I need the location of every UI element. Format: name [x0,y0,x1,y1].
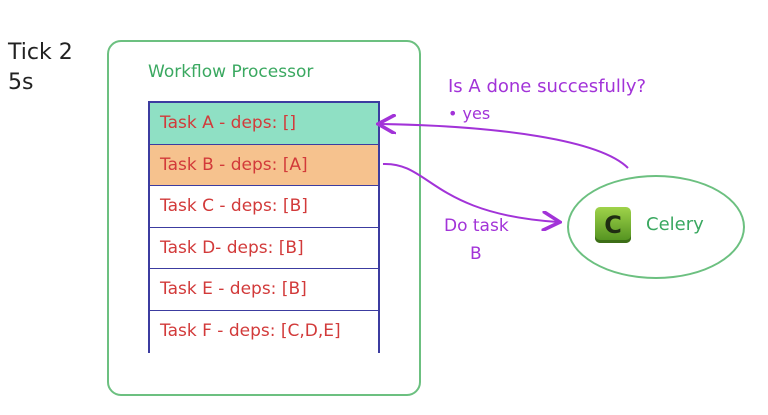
tick-time: 5s [8,70,34,95]
task-list: Task A - deps: [] Task B - deps: [A] Tas… [148,101,380,353]
tick-label: Tick 2 [8,40,73,65]
task-row-e: Task E - deps: [B] [150,269,378,311]
workflow-processor-title: Workflow Processor [148,62,314,82]
status-answer: • yes [448,104,491,123]
task-label: Task C - deps: [B] [160,196,308,217]
task-row-b: Task B - deps: [A] [150,144,378,187]
dispatch-command: Do task [444,216,509,236]
task-label: Task F - deps: [C,D,E] [160,320,341,341]
dispatch-task-name: B [470,244,482,264]
task-row-d: Task D- deps: [B] [150,227,378,270]
status-question: Is A done succesfully? [448,76,647,97]
celery-label: Celery [646,214,704,235]
task-row-f: Task F - deps: [C,D,E] [150,310,378,353]
task-label: Task D- deps: [B] [160,237,304,258]
celery-node [567,175,745,279]
celery-logo-letter: C [604,211,622,239]
celery-logo-icon: C [595,207,631,243]
task-label: Task E - deps: [B] [160,279,307,300]
task-label: Task B - deps: [A] [160,154,308,175]
task-label: Task A - deps: [] [160,113,296,133]
task-row-c: Task C - deps: [B] [150,186,378,228]
task-row-a: Task A - deps: [] [150,103,378,145]
